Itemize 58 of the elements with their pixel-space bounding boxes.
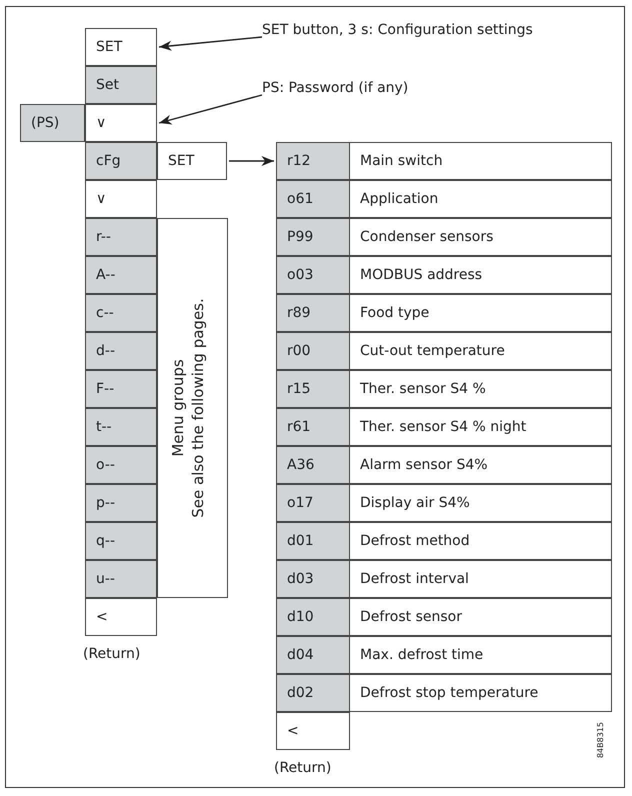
menu-group-code: A-- [85,256,157,294]
down-key-symbol: ∨ [85,104,157,142]
parameter-code: r00 [276,332,350,370]
menu-group-code: u-- [85,560,157,598]
menu-group-code: r-- [85,218,157,256]
parameter-code: d02 [276,674,350,712]
arrow [158,94,262,125]
key-label: SET [85,28,157,66]
return-caption: (Return) [274,760,332,776]
parameter-description: Ther. sensor S4 % [349,370,612,408]
menu-group-code: F-- [85,370,157,408]
parameter-description: Main switch [349,142,612,180]
arrow [229,156,274,166]
parameter-code: P99 [276,218,350,256]
parameter-description: Alarm sensor S4% [349,446,612,484]
parameter-code: o61 [276,180,350,218]
parameter-description: Food type [349,294,612,332]
parameter-description: Ther. sensor S4 % night [349,408,612,446]
parameter-description: MODBUS address [349,256,612,294]
annotation-text: SET button, 3 s: Configuration settings [262,22,533,38]
parameter-code: r12 [276,142,350,180]
figure-code: 84B8315 [596,722,605,758]
parameter-code: r61 [276,408,350,446]
return-caption: (Return) [83,646,140,662]
parameter-description: Defrost method [349,522,612,560]
menu-group-code: o-- [85,446,157,484]
menu-group-code: p-- [85,484,157,522]
parameter-description: Application [349,180,612,218]
parameter-description: Cut-out temperature [349,332,612,370]
display-code: Set [85,66,157,104]
parameter-description: Condenser sensors [349,218,612,256]
menu-group-code: c-- [85,294,157,332]
menu-groups-note: Menu groups See also the following pages. [157,218,228,598]
return-key-symbol: < [85,598,157,636]
parameter-code: o03 [276,256,350,294]
parameter-description: Display air S4% [349,484,612,522]
parameter-code: d04 [276,636,350,674]
menu-group-code: q-- [85,522,157,560]
parameter-description: Max. defrost time [349,636,612,674]
parameter-code: r15 [276,370,350,408]
parameter-description: Defrost sensor [349,598,612,636]
parameter-description: Defrost interval [349,560,612,598]
menu-group-code: t-- [85,408,157,446]
return-key-symbol: < [276,712,350,750]
parameter-code: d03 [276,560,350,598]
display-code: (PS) [20,104,85,142]
key-label: SET [157,142,227,180]
arrow [158,36,262,51]
parameter-description: Defrost stop temperature [349,674,612,712]
down-key-symbol: ∨ [85,180,157,218]
parameter-code: o17 [276,484,350,522]
parameter-code: A36 [276,446,350,484]
annotation-text: PS: Password (if any) [262,80,408,96]
menu-group-code: d-- [85,332,157,370]
parameter-code: d01 [276,522,350,560]
parameter-code: d10 [276,598,350,636]
display-code: cFg [85,142,157,180]
parameter-code: r89 [276,294,350,332]
